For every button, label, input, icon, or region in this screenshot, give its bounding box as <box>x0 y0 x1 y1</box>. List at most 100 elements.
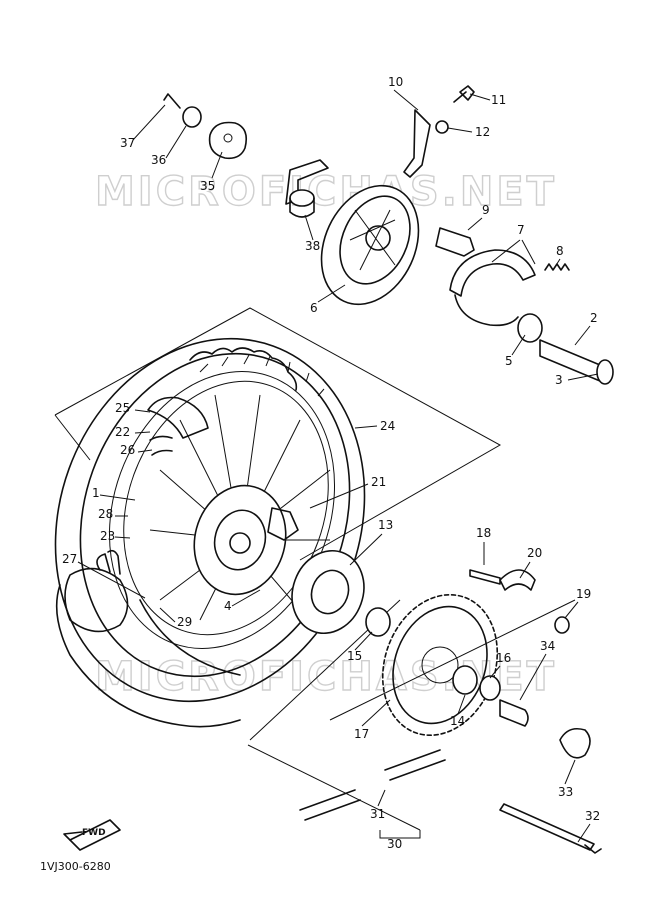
leader-c3 <box>567 373 599 381</box>
leader-c38 <box>304 214 314 241</box>
leader-c20 <box>519 561 531 579</box>
spacer-34 <box>499 699 529 727</box>
leader-c25 <box>134 409 151 413</box>
chain-puller <box>208 121 248 160</box>
sprocket-bolt <box>469 569 501 585</box>
callout-33: 33 <box>558 785 573 799</box>
chain-puller-right <box>559 727 591 759</box>
callout-24: 24 <box>380 419 395 433</box>
leader-c37 <box>132 104 166 141</box>
callout-35: 35 <box>200 179 215 193</box>
callout-2: 2 <box>590 311 598 325</box>
drive-chain <box>299 749 446 821</box>
leader-c4 <box>231 589 261 607</box>
callout-9: 9 <box>482 203 490 217</box>
leader-c17 <box>361 699 391 727</box>
callout-36: 36 <box>151 153 166 167</box>
brake-bracket <box>285 159 329 205</box>
watermark-bottom: MICROFICHAS.NET <box>95 654 557 700</box>
callout-12: 12 <box>475 125 490 139</box>
fwd-label: FWD <box>82 828 106 838</box>
leader-c29 <box>159 607 176 623</box>
leader-c22 <box>134 431 151 434</box>
leader-c2 <box>574 325 591 346</box>
callout-28: 28 <box>98 507 113 521</box>
leader-c8 <box>552 258 561 271</box>
collar-14 <box>452 665 478 695</box>
callout-11: 11 <box>491 93 506 107</box>
leader-c27 <box>77 561 146 599</box>
tire-cutaway <box>55 567 241 728</box>
callout-7: 7 <box>517 223 525 237</box>
callout-25: 25 <box>115 401 130 415</box>
lever-bolt <box>453 85 475 103</box>
clutch-hub <box>291 549 365 635</box>
drawing-code: 1VJ300-6280 <box>40 860 111 873</box>
callout-29: 29 <box>177 615 192 629</box>
leader-c16 <box>489 665 501 679</box>
leader-c7-b <box>521 239 536 265</box>
callout-18: 18 <box>476 526 491 540</box>
leader-c9 <box>467 217 483 231</box>
rear-axle <box>539 339 614 385</box>
callout-27: 27 <box>62 552 77 566</box>
leader-c33 <box>564 759 576 785</box>
leader-c15 <box>354 631 373 651</box>
callout-6: 6 <box>310 301 318 315</box>
callout-5: 5 <box>505 354 513 368</box>
callout-15: 15 <box>347 649 362 663</box>
brake-lever <box>403 109 431 178</box>
callout-14: 14 <box>450 714 465 728</box>
watermark-top: MICROFICHAS.NET <box>95 169 557 215</box>
callout-16: 16 <box>496 651 511 665</box>
callout-10: 10 <box>388 75 403 89</box>
axle-bolt <box>499 803 602 854</box>
leader-c10 <box>393 89 419 111</box>
collar-16 <box>479 675 501 701</box>
callout-20: 20 <box>527 546 542 560</box>
leader-c23 <box>114 536 131 539</box>
callout-1: 1 <box>92 486 100 500</box>
wheel-bearing <box>517 313 543 343</box>
callout-32: 32 <box>585 809 600 823</box>
callout-19: 19 <box>576 587 591 601</box>
leader-c26 <box>137 449 153 453</box>
callout-34: 34 <box>540 639 555 653</box>
fwd-arrow: FWD <box>63 819 121 851</box>
group-bracket-30 <box>379 830 421 839</box>
sprocket-nut <box>554 616 570 634</box>
brake-shoes <box>449 249 536 327</box>
brake-camshaft <box>435 227 475 257</box>
callout-26: 26 <box>120 443 135 457</box>
callout-8: 8 <box>556 244 564 258</box>
callout-17: 17 <box>354 727 369 741</box>
leader-c19 <box>564 601 579 619</box>
spacer-collar <box>289 189 315 218</box>
leader-c12 <box>447 127 473 133</box>
callout-38: 38 <box>305 239 320 253</box>
leader-c14 <box>457 694 466 715</box>
callout-23: 23 <box>100 529 115 543</box>
callout-3: 3 <box>555 373 563 387</box>
brake-spring <box>544 263 570 271</box>
leader-c32 <box>577 823 591 843</box>
leader-c24 <box>354 425 378 429</box>
leader-c11 <box>469 93 491 101</box>
collar-36 <box>182 106 202 128</box>
leader-c7 <box>491 239 521 263</box>
leader-c31 <box>377 789 386 807</box>
cotter-pin <box>163 93 181 109</box>
callout-21: 21 <box>371 475 386 489</box>
callout-31: 31 <box>370 807 385 821</box>
leader-c35 <box>211 151 223 179</box>
callout-22: 22 <box>115 425 130 439</box>
leader-c5 <box>511 334 526 356</box>
leader-c21 <box>309 483 369 509</box>
leader-c13 <box>349 533 383 566</box>
leader-c6 <box>317 284 346 303</box>
callout-37: 37 <box>120 136 135 150</box>
callout-13: 13 <box>378 518 393 532</box>
